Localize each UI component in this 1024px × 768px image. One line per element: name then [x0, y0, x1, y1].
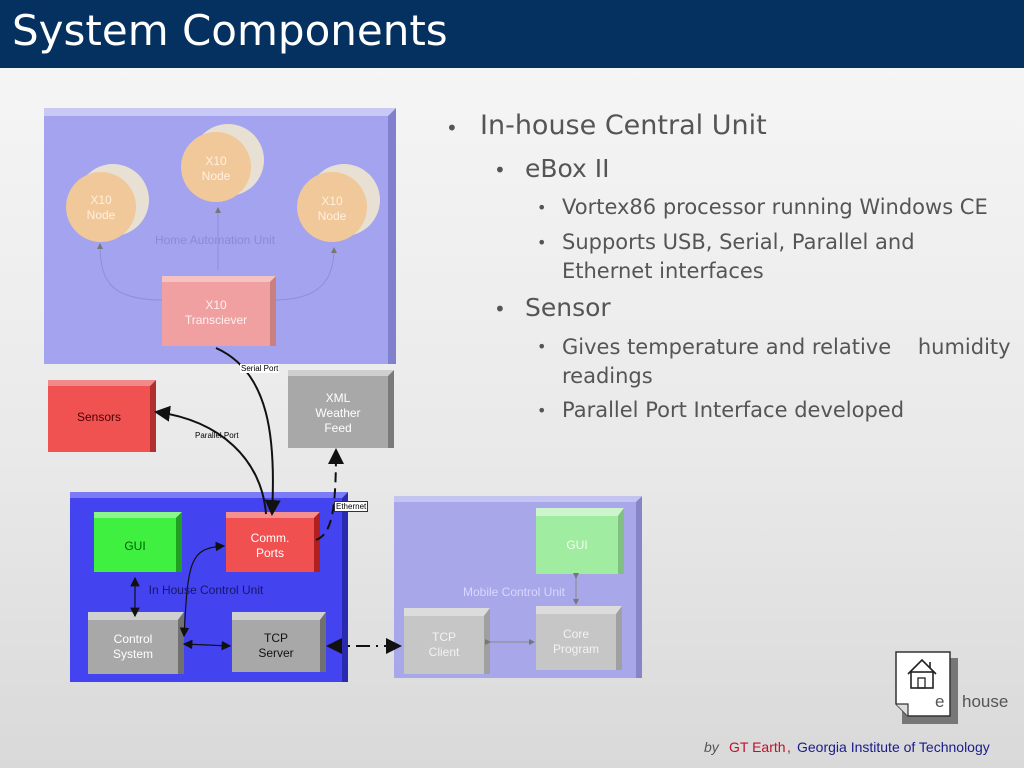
logo-text-house: house — [962, 692, 1009, 711]
xml-weather-feed-box — [288, 370, 394, 448]
house-icon — [907, 658, 937, 689]
parallel-port-connector — [154, 405, 267, 515]
bullet-dot: • — [537, 401, 547, 420]
logo-text-e: e — [935, 692, 945, 711]
ethernet-connector — [315, 448, 344, 541]
bullet-sensor-item: Parallel Port Interface developed — [562, 398, 905, 422]
bullet-in-house-central-unit: In-house Central Unit — [480, 110, 767, 141]
mobile-gui-label: GUI — [566, 538, 588, 552]
serial-port-connector — [215, 347, 281, 516]
control-comm-connector — [179, 541, 226, 638]
title-bar: System Components — [0, 0, 1024, 68]
x10-transceiver — [162, 276, 276, 346]
bullet-dot: • — [537, 233, 547, 252]
x10-node — [297, 164, 380, 242]
slide-title: System Components — [12, 6, 448, 55]
x10-node — [181, 124, 264, 202]
sensors-box — [48, 380, 156, 452]
serial-port-label: Serial Port — [240, 364, 280, 373]
ethernet-label: Ethernet — [334, 501, 369, 512]
bullet-sensor-item: Gives temperature and relative humidity — [562, 335, 1011, 359]
parallel-port-label: Parallel Port — [195, 431, 239, 440]
home-automation-unit-label: Home Automation Unit — [154, 233, 276, 247]
bullet-ebox-item: Vortex86 processor running Windows CE — [562, 195, 988, 219]
logo-document — [895, 651, 951, 717]
bullet-sensor-item: readings — [562, 364, 653, 388]
comm-ports-label: Comm.Ports — [250, 531, 290, 560]
tcp-server-box — [232, 612, 326, 672]
control-tcp-connector — [182, 639, 232, 651]
sensors-label: Sensors — [76, 410, 122, 424]
bullet-dot: • — [537, 198, 547, 217]
footer-by: by — [704, 739, 719, 755]
core-program-box — [536, 606, 622, 670]
bullet-dot: • — [537, 337, 547, 356]
tcp-client-box — [404, 608, 490, 674]
bullet-ebox: eBox II — [525, 154, 610, 183]
bullet-dot: • — [494, 158, 506, 182]
footer-org-gt-earth: GT Earth — [729, 739, 786, 755]
control-system-box — [88, 612, 184, 674]
comm-ports-box — [226, 512, 320, 572]
in-house-control-unit-label: In House Control Unit — [148, 583, 264, 597]
bullet-dot: • — [494, 297, 506, 321]
gui-label: GUI — [124, 539, 146, 553]
x10-node — [66, 164, 149, 242]
bullet-ebox-item: Ethernet interfaces — [562, 259, 764, 283]
footer-comma: , — [787, 739, 791, 755]
bullet-dot: • — [446, 116, 458, 140]
bullet-sensor: Sensor — [525, 293, 611, 322]
mobile-gui-box — [536, 508, 624, 574]
footer-org-georgia-tech: Georgia Institute of Technology — [797, 739, 990, 755]
ehouse-logo — [895, 651, 958, 724]
bullet-ebox-item: Supports USB, Serial, Parallel and — [562, 230, 915, 254]
mobile-control-unit-label: Mobile Control Unit — [462, 585, 566, 599]
